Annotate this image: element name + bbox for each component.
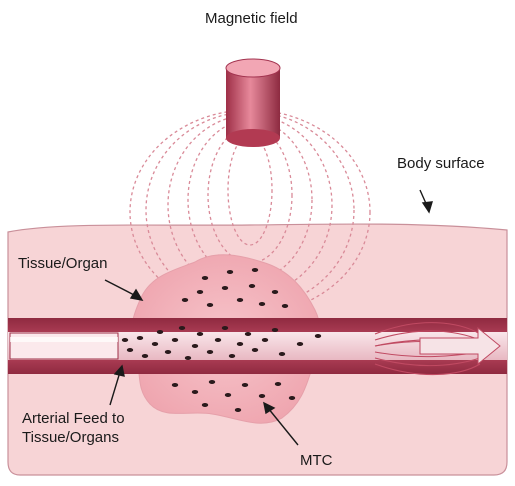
body-surface-label: Body surface xyxy=(397,155,485,174)
magnetic-field-label: Magnetic field xyxy=(205,10,298,29)
mtc-label: MTC xyxy=(300,452,333,471)
arterial-feed-line2: Tissue/Organs xyxy=(22,429,125,448)
arterial-feed-label: Arterial Feed to Tissue/Organs xyxy=(22,410,125,448)
arterial-feed-line1: Arterial Feed to xyxy=(22,410,125,429)
tissue-organ-label: Tissue/Organ xyxy=(18,255,107,274)
magnet-icon xyxy=(226,59,280,147)
